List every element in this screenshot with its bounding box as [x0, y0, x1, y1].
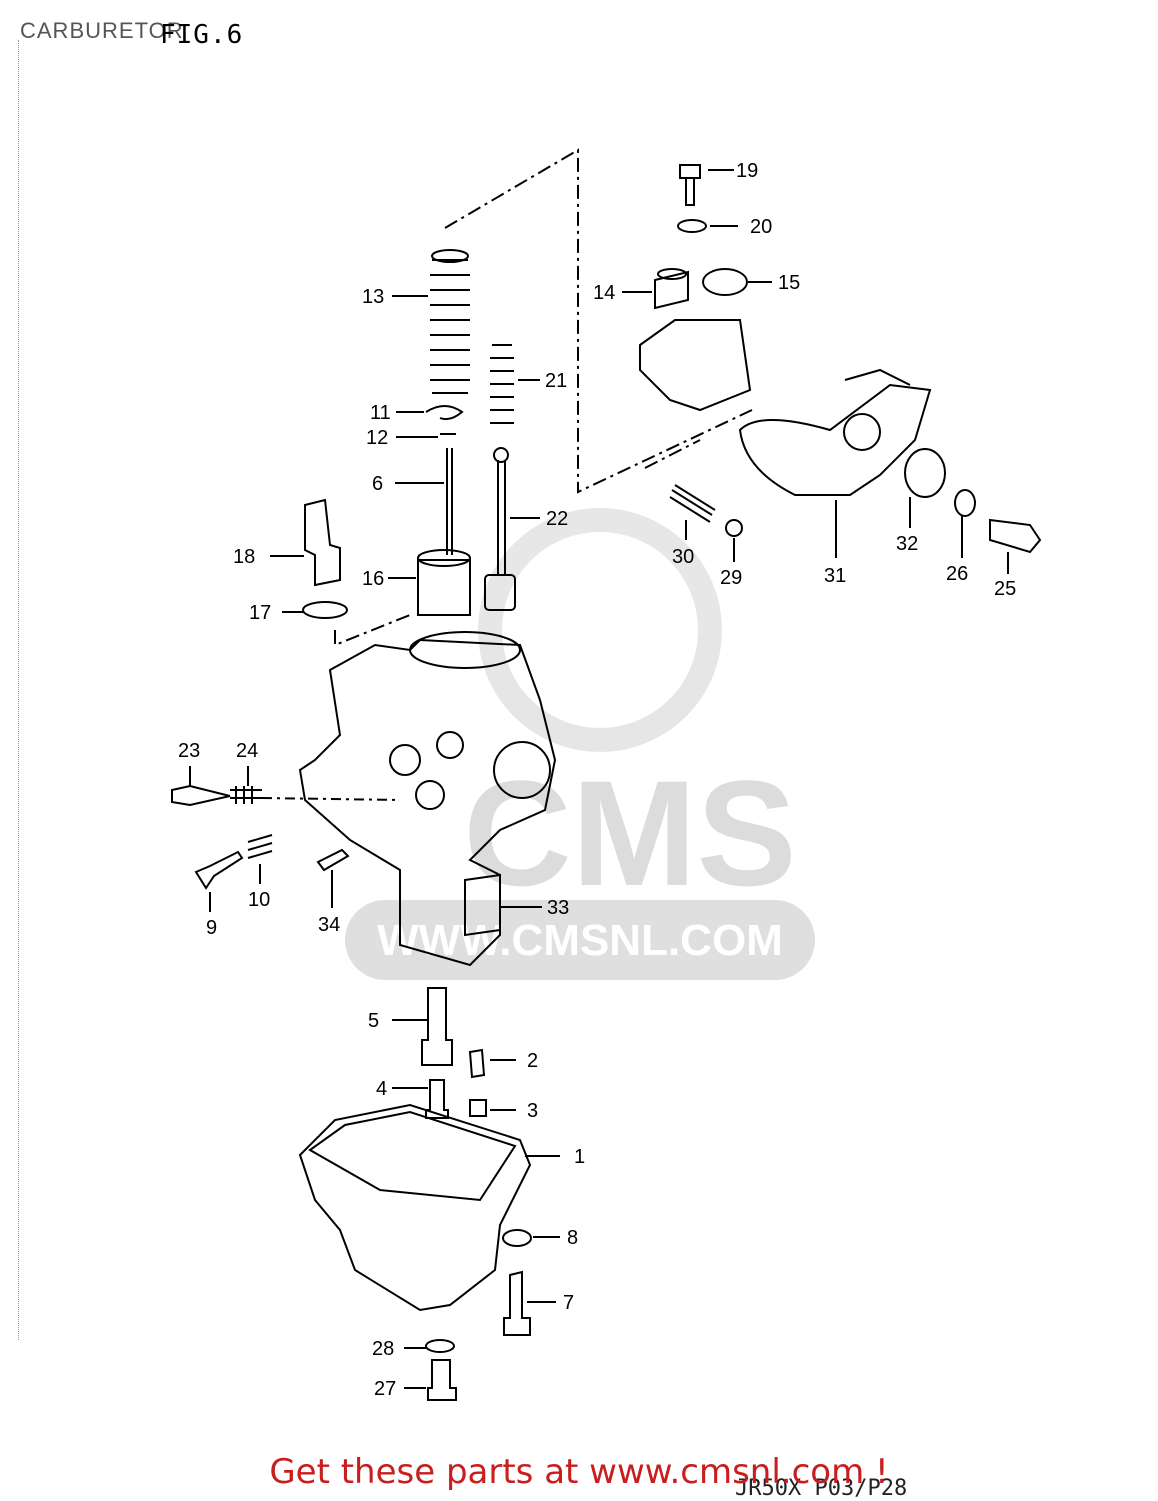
watermark-brand: CMS [463, 749, 796, 917]
callout-14: 14 [593, 282, 615, 304]
callout-23: 23 [178, 740, 200, 762]
callout-27: 27 [374, 1378, 396, 1400]
spring-13 [430, 259, 470, 394]
callout-34: 34 [318, 914, 340, 936]
watermark-url-pill [345, 900, 815, 980]
cap-15 [702, 268, 748, 296]
callout-22: 22 [546, 508, 568, 530]
bushing-32 [904, 448, 946, 498]
watermark-url: WWW.CMSNL.COM [377, 916, 783, 965]
clip-11 [425, 405, 464, 421]
screw-19 [679, 164, 701, 206]
gasket-17 [302, 601, 348, 619]
callout-31: 31 [824, 565, 846, 587]
callout-2: 2 [527, 1050, 538, 1072]
rod-22-plunger [484, 574, 516, 611]
plug-27 [427, 1359, 457, 1401]
figure-label: FIG.6 [160, 20, 244, 50]
filter-33 [464, 873, 501, 937]
washer-20 [677, 219, 707, 233]
float-bowl-1 [298, 1103, 532, 1312]
callout-3: 3 [527, 1100, 538, 1122]
callout-21: 21 [545, 370, 567, 392]
body-port-2 [436, 731, 464, 759]
jet-4 [425, 1079, 449, 1119]
callout-16: 16 [362, 568, 384, 590]
spring-10 [247, 834, 273, 859]
washer-26 [954, 489, 976, 517]
margin-rule [18, 40, 20, 1340]
drawing [171, 148, 1042, 1401]
callout-33: 33 [547, 897, 569, 919]
throttle-valve-16 [417, 559, 471, 616]
callout-15: 15 [778, 272, 800, 294]
pin-34 [316, 848, 350, 872]
bolt-25 [989, 518, 1042, 554]
screw-9 [194, 850, 244, 890]
diagram-title: CARBURETOR [20, 18, 184, 43]
lever-31 [738, 383, 932, 496]
washer-28 [425, 1339, 455, 1353]
callout-6: 6 [372, 473, 383, 495]
screw-23 [171, 784, 231, 807]
callout-4: 4 [376, 1078, 387, 1100]
spring-13-top [431, 249, 469, 263]
guide-line-upper [444, 148, 753, 494]
callout-5: 5 [368, 1010, 379, 1032]
spring-24 [230, 786, 262, 804]
needle-6 [446, 448, 453, 555]
callout-13: 13 [362, 286, 384, 308]
lever-31-hole [843, 413, 881, 451]
callout-9: 9 [206, 917, 217, 939]
guide-line-30 [644, 439, 701, 469]
spring-30 [669, 484, 716, 523]
throttle-valve-16-top [417, 549, 471, 567]
callout-19: 19 [736, 160, 758, 182]
callout-12: 12 [366, 427, 388, 449]
guide-line-23 [261, 797, 401, 801]
callout-18: 18 [233, 546, 255, 568]
callout-8: 8 [567, 1227, 578, 1249]
body-bore [493, 741, 551, 799]
bolt-7 [503, 1270, 531, 1336]
callout-11: 11 [370, 402, 391, 424]
body-port-3 [415, 780, 445, 810]
rod-22-tip [493, 447, 509, 463]
callout-28: 28 [372, 1338, 394, 1360]
callout-26: 26 [946, 563, 968, 585]
cap-14-top [657, 268, 687, 280]
parts-banner-link[interactable]: Get these parts at www.cmsnl.com ! [269, 1452, 889, 1492]
watermark: WWW.CMSNL.COM CMS [345, 508, 815, 980]
callout-1: 1 [574, 1146, 585, 1168]
watermark-logo-ring [478, 508, 722, 752]
spring-21 [490, 344, 514, 424]
rod-22 [497, 460, 506, 575]
body-port-1 [389, 744, 421, 776]
callout-20: 20 [750, 216, 772, 238]
callout-labels: 1 2 3 4 5 6 7 8 9 10 11 12 13 14 15 16 1… [178, 160, 1016, 1400]
fitting-18 [304, 498, 341, 587]
drawing-code: JR50X P03/P28 [735, 1476, 908, 1501]
callout-24: 24 [236, 740, 258, 762]
guide-line-17 [334, 614, 411, 647]
body-flange [409, 631, 521, 669]
callout-29: 29 [720, 567, 742, 589]
lever-31-hook [844, 368, 911, 386]
jet-5 [421, 987, 453, 1066]
callout-32: 32 [896, 533, 918, 555]
jet-2 [468, 1048, 486, 1079]
jet-3 [469, 1099, 487, 1117]
top-bracket [639, 319, 752, 412]
callout-17: 17 [249, 602, 271, 624]
callout-30: 30 [672, 546, 694, 568]
cap-14 [654, 270, 689, 310]
callout-25: 25 [994, 578, 1016, 600]
callout-7: 7 [563, 1292, 574, 1314]
washer-8 [502, 1229, 532, 1247]
bowl-gasket [308, 1110, 517, 1202]
callout-10: 10 [248, 889, 270, 911]
ball-29 [725, 519, 743, 537]
